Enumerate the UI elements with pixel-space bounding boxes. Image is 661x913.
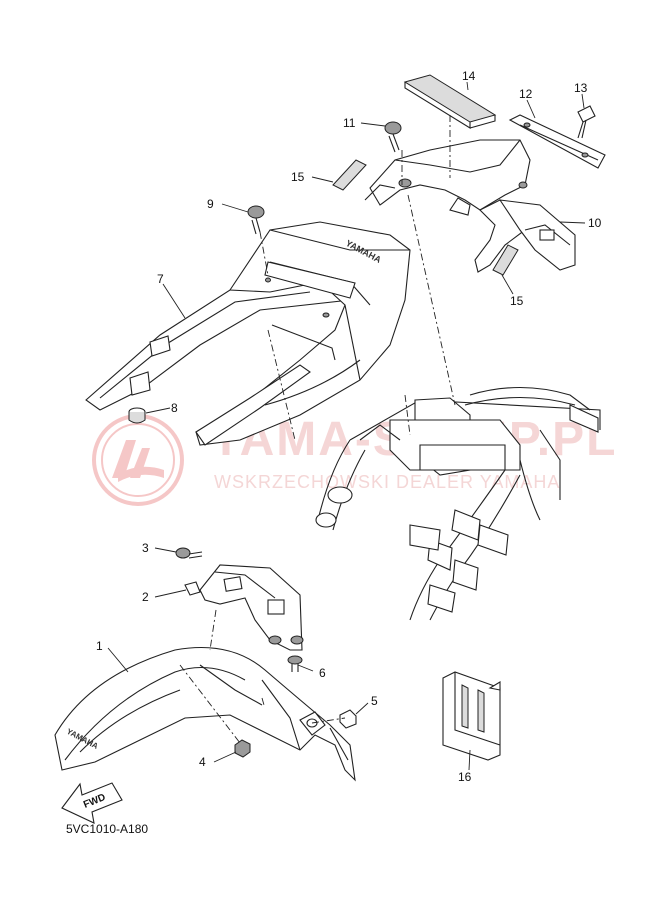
part-bracket — [508, 114, 606, 169]
assembly-lines — [179, 115, 456, 744]
part-side-cover — [85, 279, 352, 411]
part-bolt-11 — [384, 121, 402, 153]
part-nut-5 — [339, 709, 357, 729]
part-bolt-13 — [577, 105, 596, 139]
part-bolt-3 — [175, 547, 203, 559]
watermark-logo — [92, 414, 184, 506]
watermark: YAMA-SKLEP.PL WSKRZECHOWSKI DEALER YAMAH… — [92, 413, 615, 506]
label-part-12: 12 — [519, 87, 533, 101]
frame-subframe — [315, 387, 601, 621]
part-plate — [442, 671, 501, 761]
label-part-15-upper: 15 — [291, 170, 305, 184]
part-bolt-6 — [287, 655, 303, 672]
label-part-15-lower: 15 — [510, 294, 524, 308]
label-part-3: 3 — [142, 541, 149, 555]
part-nut-4 — [234, 739, 251, 758]
fwd-arrow-icon: FWD — [61, 782, 123, 824]
part-strip-upper — [332, 159, 367, 191]
watermark-subtitle: WSKRZECHOWSKI DEALER YAMAHA — [214, 472, 560, 492]
part-labels: 14 12 13 11 15 9 10 15 7 8 3 2 1 6 5 4 1… — [96, 69, 602, 784]
label-part-8: 8 — [171, 401, 178, 415]
label-part-1: 1 — [96, 639, 103, 653]
part-bolt-9 — [247, 205, 265, 235]
part-grommet — [128, 407, 146, 424]
leader-lines — [107, 81, 586, 771]
label-part-5: 5 — [371, 694, 378, 708]
part-tail-cowl: YAMAHA — [195, 221, 411, 446]
part-front-fender: YAMAHA — [54, 647, 356, 782]
label-part-11: 11 — [343, 116, 356, 130]
label-part-2: 2 — [142, 590, 149, 604]
label-part-13: 13 — [574, 81, 588, 95]
part-strip-lower — [492, 244, 519, 276]
label-part-16: 16 — [458, 770, 472, 784]
label-part-6: 6 — [319, 666, 326, 680]
part-fender-bracket — [184, 564, 304, 651]
diagram-code: 5VC1010-A180 — [66, 822, 149, 836]
label-part-14: 14 — [462, 69, 476, 83]
part-pad — [403, 74, 497, 129]
label-part-10: 10 — [588, 216, 602, 230]
label-part-4: 4 — [199, 755, 206, 769]
label-part-9: 9 — [207, 197, 214, 211]
label-part-7: 7 — [157, 272, 164, 286]
